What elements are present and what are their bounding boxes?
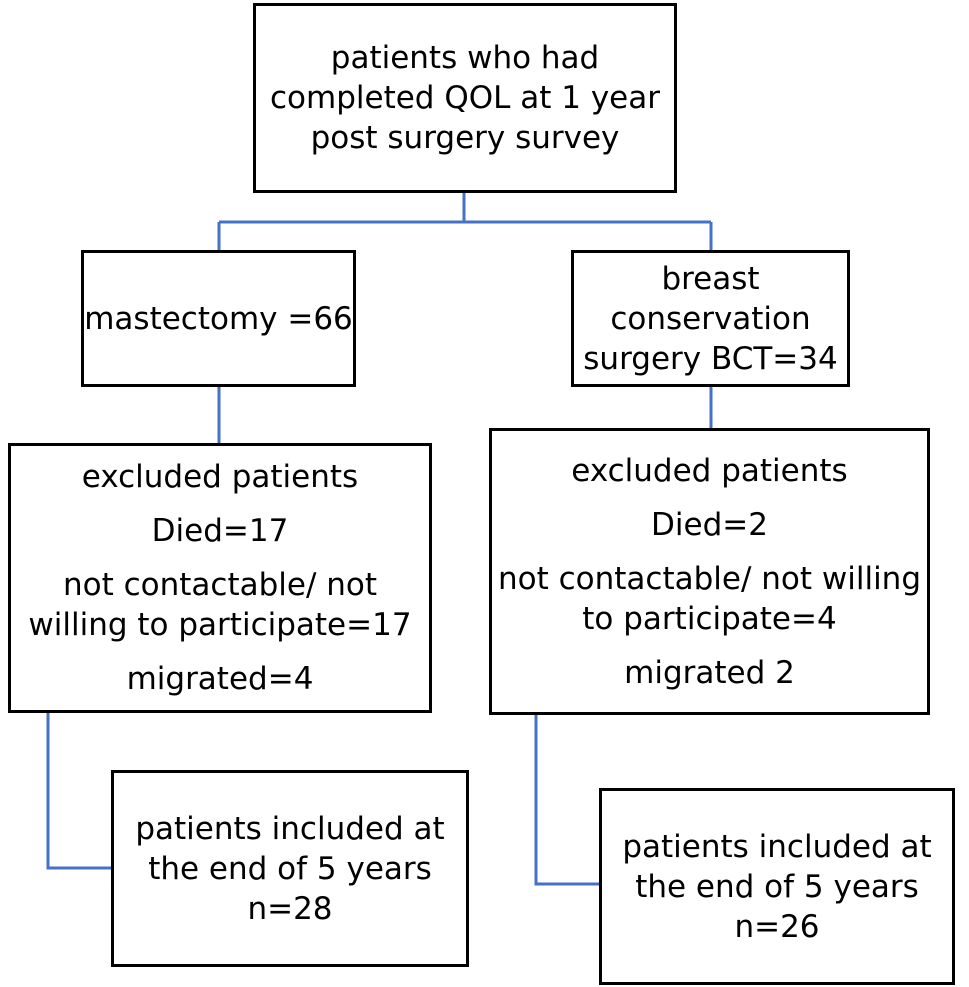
mastectomy-box: mastectomy =66: [81, 250, 356, 387]
bct-line-1: breast: [661, 260, 760, 297]
excluded-left-title: excluded patients: [81, 459, 359, 495]
included-right-line-2: the end of 5 years: [635, 868, 919, 905]
connector-excluded-right-to-included: [534, 714, 600, 886]
included-right-line-3: n=26: [734, 908, 820, 945]
excluded-left-died: Died=17: [151, 513, 289, 549]
excluded-right-not-contactable-1: not contactable/ not willing: [497, 560, 922, 597]
included-right-box: patients included at the end of 5 years …: [599, 788, 955, 985]
top-box-line-1: patients who had: [330, 40, 600, 76]
included-right-line-1: patients included at: [622, 828, 932, 865]
excluded-right-box: excluded patients Died=2 not contactable…: [489, 428, 930, 715]
bct-line-2: conservation: [610, 300, 811, 337]
excluded-right-died: Died=2: [651, 506, 768, 543]
top-box-completed-qol: patients who had completed QOL at 1 year…: [253, 3, 677, 193]
excluded-right-title: excluded patients: [571, 452, 848, 489]
excluded-right-not-contactable-2: to participate=4: [582, 600, 837, 637]
excluded-left-box: excluded patients Died=17 not contactabl…: [8, 443, 432, 713]
top-box-line-2: completed QOL at 1 year: [270, 80, 660, 116]
excluded-left-migrated: migrated=4: [126, 661, 314, 697]
mastectomy-label: mastectomy =66: [84, 300, 353, 337]
excluded-right-migrated: migrated 2: [624, 654, 795, 691]
connector-excluded-left-to-included: [46, 712, 112, 870]
top-box-line-3: post surgery survey: [310, 120, 620, 156]
excluded-left-not-contactable-2: willing to participate=17: [28, 607, 412, 643]
included-left-box: patients included at the end of 5 years …: [111, 770, 469, 967]
bct-box: breast conservation surgery BCT=34: [571, 250, 850, 387]
excluded-left-not-contactable-1: not contactable/ not: [62, 567, 378, 603]
included-left-line-2: the end of 5 years: [148, 850, 432, 887]
included-left-line-1: patients included at: [135, 810, 445, 847]
included-left-line-3: n=28: [247, 890, 333, 927]
bct-line-3: surgery BCT=34: [583, 340, 838, 377]
